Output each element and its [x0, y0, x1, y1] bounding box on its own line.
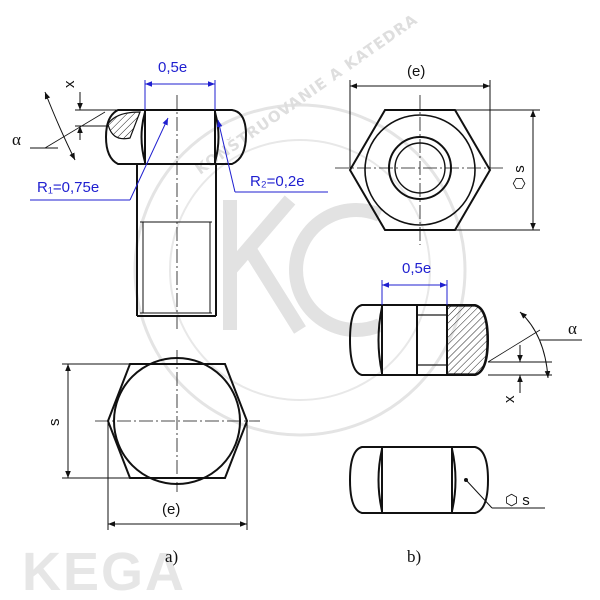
- nut-angle-alpha-label: α: [568, 319, 577, 338]
- nut-side-across-flats-label: ⬡ s: [505, 492, 530, 509]
- bolt-dimensions: 0,5e x α R₁=0,75e R₂=0,2e: [12, 59, 328, 201]
- caption-b: b): [407, 547, 421, 566]
- nut-side-dimensions: 0,5e x α: [381, 260, 582, 403]
- nut-side-section: [348, 304, 490, 376]
- bolt-angle-alpha-label: α: [12, 130, 21, 149]
- nut-chamfer-x-label: x: [501, 395, 518, 403]
- caption-a: a): [165, 547, 178, 566]
- bolt-across-flats-label: s: [46, 419, 63, 427]
- bolt-top-view: [95, 350, 260, 492]
- nut-across-corners-label: (e): [407, 63, 425, 80]
- nut-front-leader-dot: [464, 478, 468, 482]
- nut-top-dimensions: [349, 80, 540, 231]
- radius-r1-label: R₁=0,75e: [37, 179, 99, 196]
- nut-front-view: [348, 446, 490, 514]
- radius-r2-label: R₂=0,2e: [250, 173, 305, 190]
- nut-front-leader: [465, 479, 493, 509]
- kega-logo: KEGA: [22, 542, 186, 600]
- bolt-top-dimensions: [62, 363, 248, 530]
- nut-across-flats-label: ⬡ s: [511, 165, 528, 190]
- bolt-head-width-label: 0,5e: [158, 59, 187, 76]
- bolt-across-corners-label: (e): [162, 501, 180, 518]
- bolt-chamfer-x-label: x: [61, 80, 78, 88]
- nut-width-label: 0,5e: [402, 260, 431, 277]
- bolt-side-view: [104, 95, 248, 330]
